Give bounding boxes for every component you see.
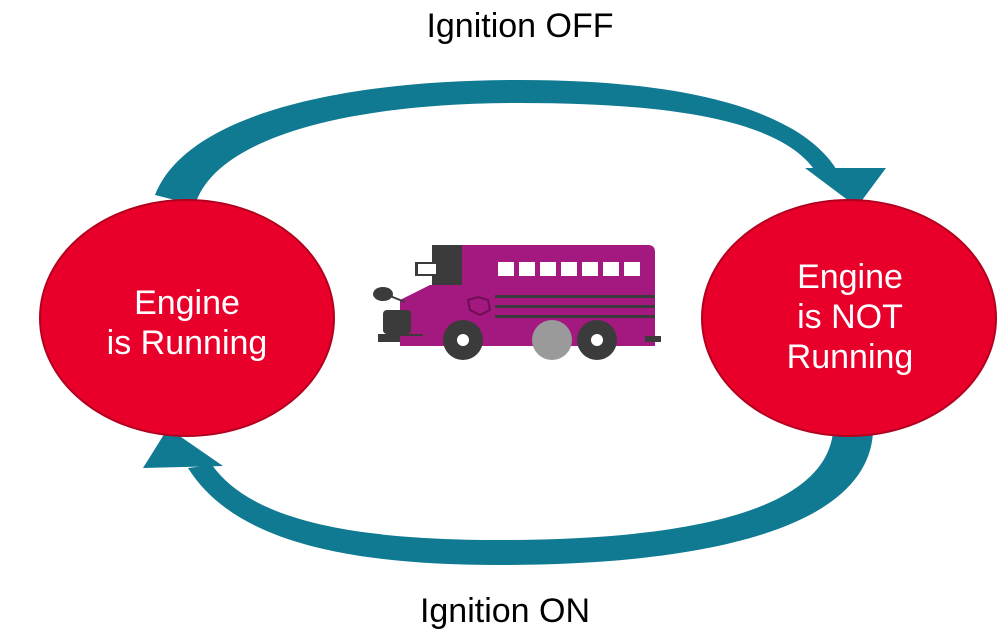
arrow-ignition-on	[143, 428, 873, 565]
state-engine-running	[39, 199, 335, 437]
state-label-engine-running: Engine is Running	[82, 283, 292, 363]
state-label-engine-not-running: Engine is NOT Running	[745, 257, 955, 377]
arrow-top-body	[155, 80, 838, 205]
arrow-top-head	[805, 168, 886, 207]
transition-label-ignition-on: Ignition ON	[419, 592, 591, 630]
arrow-ignition-off	[155, 80, 886, 207]
state-label-line: is NOT	[797, 298, 903, 336]
state-label-line: Engine	[134, 284, 240, 322]
state-engine-not-running	[701, 199, 997, 437]
school-bus-icon	[373, 245, 661, 360]
state-label-line: Engine	[797, 258, 903, 296]
state-label-line: is Running	[106, 324, 268, 362]
transition-label-ignition-off: Ignition OFF	[426, 7, 614, 45]
state-label-line: Running	[786, 338, 914, 376]
arrow-bottom-head	[143, 428, 223, 468]
arrow-bottom-body	[188, 432, 873, 565]
